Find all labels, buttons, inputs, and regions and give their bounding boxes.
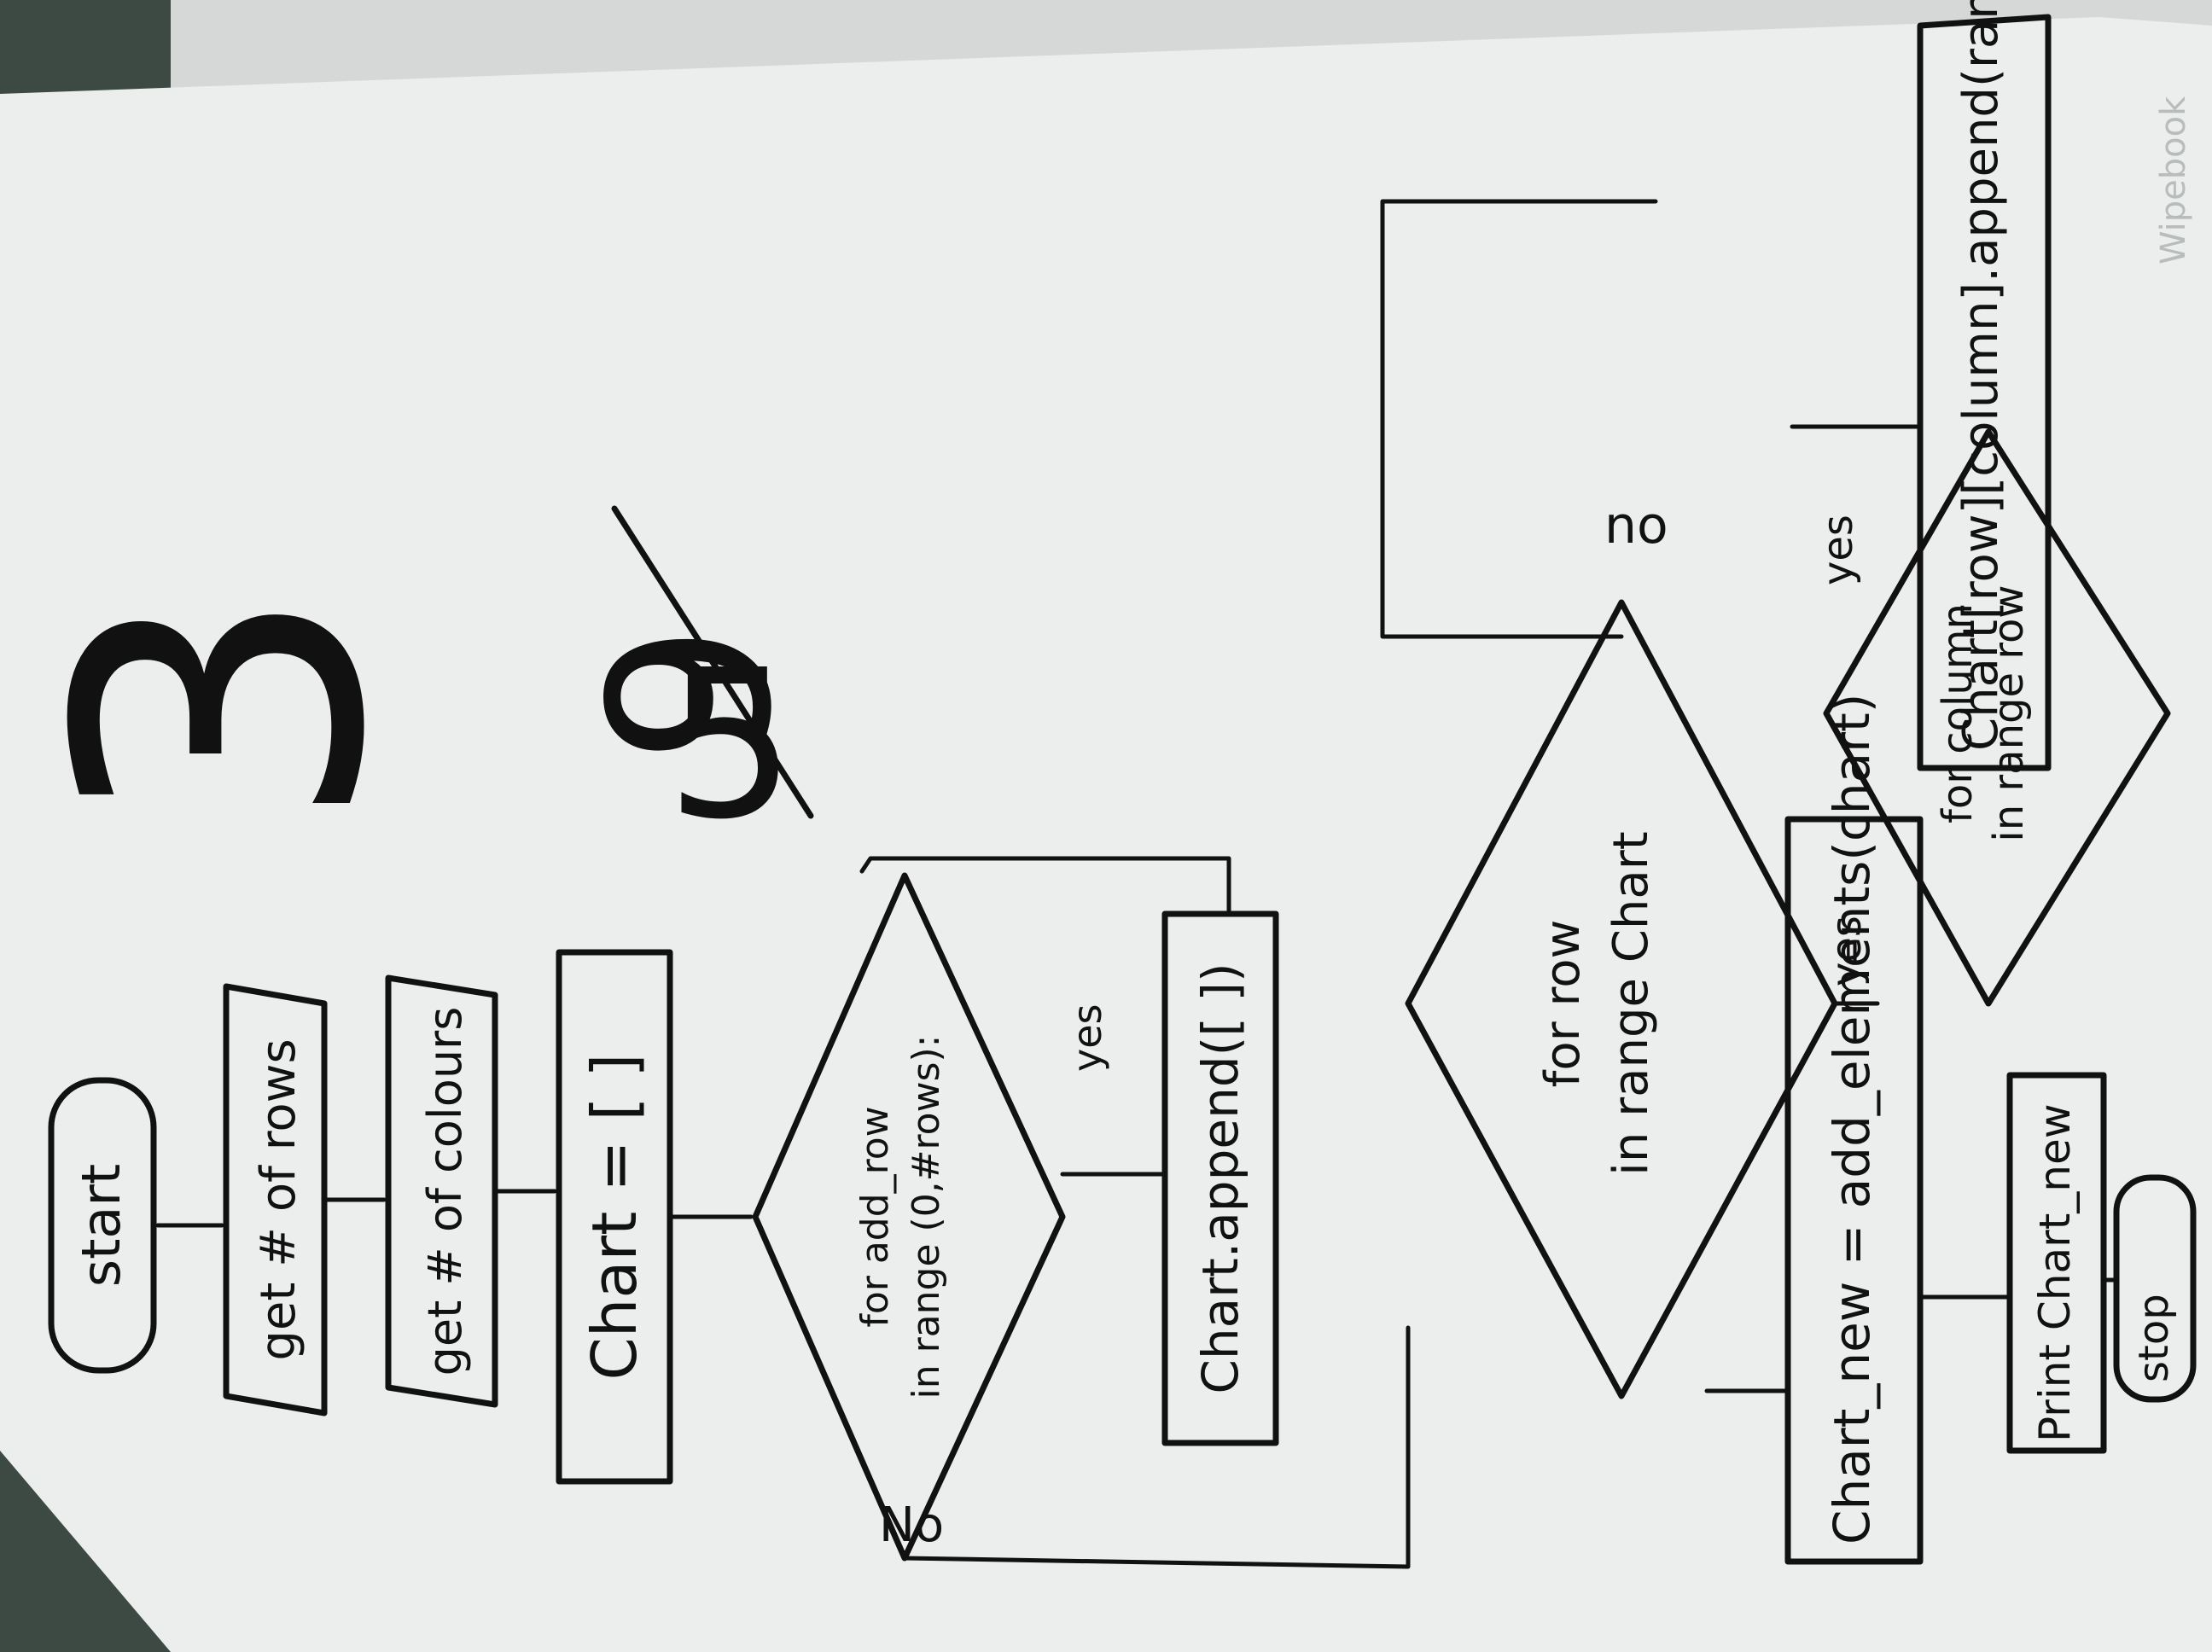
score-denominator: 5 <box>666 625 796 864</box>
row-yes-label: yes <box>1823 916 1871 986</box>
stop-label: stop <box>2130 1294 2178 1382</box>
wipebook-watermark: Wipebook <box>2154 96 2193 265</box>
loop-back-row <box>1380 199 1658 639</box>
get-colours-node <box>385 974 498 1408</box>
loop-col-decision <box>1823 428 2171 1007</box>
loop-row-label-2: in range Chart <box>1604 831 1659 1175</box>
chart-new-label: Chart_new = add_elements(chart) <box>1823 694 1881 1544</box>
get-colours-label: get # of colours <box>418 1007 472 1376</box>
loop-col-label-1: for column <box>1934 603 1982 823</box>
loop-rows-label-1: for add_row <box>853 1106 897 1327</box>
loop-rows-label-2: in range (0,#rows): <box>905 1035 948 1399</box>
get-rows-node <box>223 983 328 1416</box>
title-mark: 3 <box>0 583 451 833</box>
append-random-group: Chart[row][column].append(random) <box>1917 0 2052 771</box>
rows-no-label: No <box>879 1498 944 1553</box>
stop-group: stop <box>2113 1174 2197 1403</box>
loop-rows-decision <box>752 872 1066 1562</box>
print-node <box>2006 1072 2107 1454</box>
append-random-label: Chart[row][column].append(random) <box>1953 0 2009 751</box>
loop-row-label-1: for row <box>1535 920 1591 1088</box>
get-rows-label: get # of rows <box>251 1038 306 1360</box>
score-numerator: 9 <box>563 624 821 765</box>
loop-col-label-2: in range row <box>1985 585 2033 841</box>
loop-back-rows <box>859 856 1231 916</box>
stop-node <box>2113 1174 2197 1403</box>
rows-yes-label: yes <box>1064 1004 1110 1073</box>
start-label: start <box>70 1164 132 1287</box>
append-random-node <box>1917 14 2052 771</box>
print-label: Print Chart_new <box>2030 1103 2080 1442</box>
paper-sheet <box>0 17 2212 1652</box>
col-yes-label: yes <box>1814 515 1862 585</box>
row-no-label: no <box>1604 496 1668 556</box>
score-slash <box>611 505 814 819</box>
arrow-rows-no <box>902 1325 1411 1569</box>
start-node <box>48 1077 157 1374</box>
chart-init-label: Chart = [ ] <box>579 1053 650 1380</box>
append-row-label: Chart.append([ ]) <box>1191 963 1249 1393</box>
chart-new-node <box>1784 816 1924 1565</box>
append-row-node <box>1161 910 1279 1446</box>
chart-new-group: Chart_new = add_elements(chart) <box>1784 694 1924 1565</box>
print-group: Print Chart_new <box>2006 1072 2107 1454</box>
